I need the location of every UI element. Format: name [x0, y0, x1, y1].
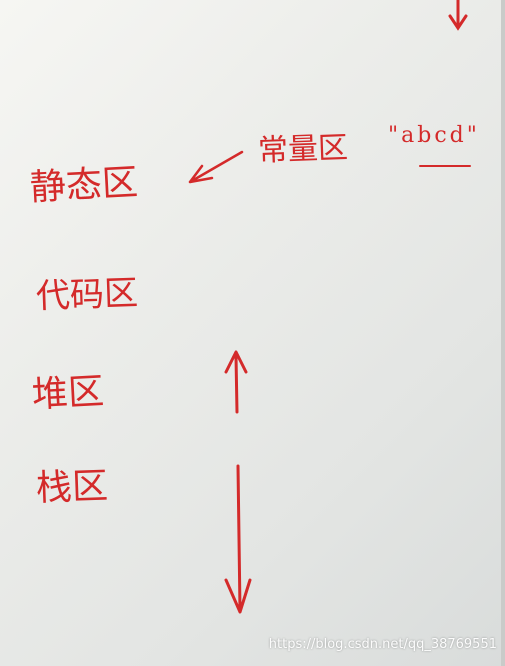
watermark-url: https://blog.csdn.net/qq_38769551	[268, 637, 497, 652]
code-area-label: 代码区	[35, 273, 139, 317]
stack-area-label: 栈区	[35, 465, 109, 510]
string-literal-label: "abcd"	[388, 123, 480, 148]
top-arrow-fragment	[448, 0, 468, 31]
static-area-label: 静态区	[28, 162, 139, 209]
stack-down-arrow	[224, 464, 252, 614]
heap-area-label: 堆区	[30, 371, 106, 416]
paper-edge	[501, 0, 505, 666]
arrow-constant-to-static	[188, 150, 244, 184]
heap-up-arrow	[224, 350, 248, 414]
constant-area-label: 常量区	[257, 130, 349, 169]
